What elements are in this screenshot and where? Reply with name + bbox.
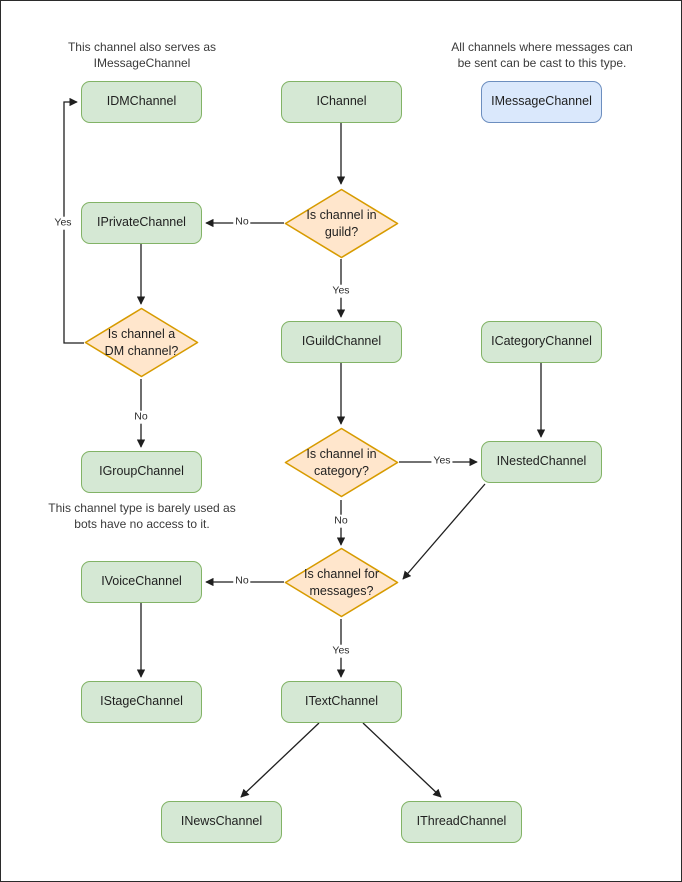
node-label-is-channel-in-guild: Is channel in guild? (306, 208, 377, 239)
node-label-is-channel-for-messages: Is channel for messages? (303, 567, 380, 598)
node-label-imessagechannel: IMessageChannel (491, 94, 592, 109)
node-iguildchannel[interactable]: IGuildChannel (281, 321, 402, 363)
node-label-inestedchannel: INestedChannel (496, 454, 587, 469)
node-imessagechannel[interactable]: IMessageChannel (481, 81, 602, 123)
edge-label-dm-yes: Yes (52, 216, 74, 230)
edge-label-guild-no: No (233, 215, 251, 229)
node-iprivatechannel[interactable]: IPrivateChannel (81, 202, 202, 244)
edge-label-messages-yes: Yes (330, 644, 352, 658)
node-istagechannel[interactable]: IStageChannel (81, 681, 202, 723)
node-ivoicechannel[interactable]: IVoiceChannel (81, 561, 202, 603)
edge-itextchannel-to-inewschannel (240, 722, 320, 798)
node-label-istagechannel: IStageChannel (100, 694, 183, 709)
node-inestedchannel[interactable]: INestedChannel (481, 441, 602, 483)
note-igroupchannel: This channel type is barely used as bots… (48, 501, 236, 532)
node-icategorychannel[interactable]: ICategoryChannel (481, 321, 602, 363)
node-inewschannel[interactable]: INewsChannel (161, 801, 282, 843)
node-label-igroupchannel: IGroupChannel (99, 464, 184, 479)
diamond-shape-icon (284, 188, 399, 259)
node-is-channel-for-messages[interactable]: Is channel for messages? (284, 547, 399, 618)
diamond-shape-icon (284, 547, 399, 618)
node-label-iguildchannel: IGuildChannel (301, 334, 382, 349)
node-label-ichannel: IChannel (316, 94, 367, 109)
node-label-inewschannel: INewsChannel (180, 814, 263, 829)
node-ichannel[interactable]: IChannel (281, 81, 402, 123)
node-label-ithreadchannel: IThreadChannel (416, 814, 507, 829)
node-ithreadchannel[interactable]: IThreadChannel (401, 801, 522, 843)
node-idmchannel[interactable]: IDMChannel (81, 81, 202, 123)
node-label-icategorychannel: ICategoryChannel (491, 334, 592, 349)
diamond-shape-icon (84, 307, 199, 378)
node-is-channel-a-dm-channel[interactable]: Is channel a DM channel? (84, 307, 199, 378)
edge-label-category-no: No (332, 514, 350, 528)
node-label-is-channel-in-category: Is channel in category? (306, 447, 377, 478)
node-label-iprivatechannel: IPrivateChannel (97, 215, 186, 230)
node-label-idmchannel: IDMChannel (106, 94, 177, 109)
diamond-shape-icon (284, 427, 399, 498)
edge-label-dm-no: No (132, 410, 150, 424)
node-label-is-channel-a-dm-channel: Is channel a DM channel? (104, 327, 179, 358)
edge-itextchannel-to-ithreadchannel (362, 722, 442, 798)
node-is-channel-in-category[interactable]: Is channel in category? (284, 427, 399, 498)
note-imessagechannel: All channels where messages can be sent … (451, 40, 633, 71)
edge-label-messages-no: No (233, 574, 251, 588)
edge-inestedchannel-to-messages-decision (402, 483, 486, 580)
note-idmchannel: This channel also serves as IMessageChan… (67, 40, 217, 71)
node-is-channel-in-guild[interactable]: Is channel in guild? (284, 188, 399, 259)
node-label-ivoicechannel: IVoiceChannel (101, 574, 182, 589)
edge-label-category-yes: Yes (431, 454, 453, 468)
node-itextchannel[interactable]: ITextChannel (281, 681, 402, 723)
node-label-itextchannel: ITextChannel (305, 694, 378, 709)
node-igroupchannel[interactable]: IGroupChannel (81, 451, 202, 493)
edge-label-guild-yes: Yes (330, 284, 352, 298)
